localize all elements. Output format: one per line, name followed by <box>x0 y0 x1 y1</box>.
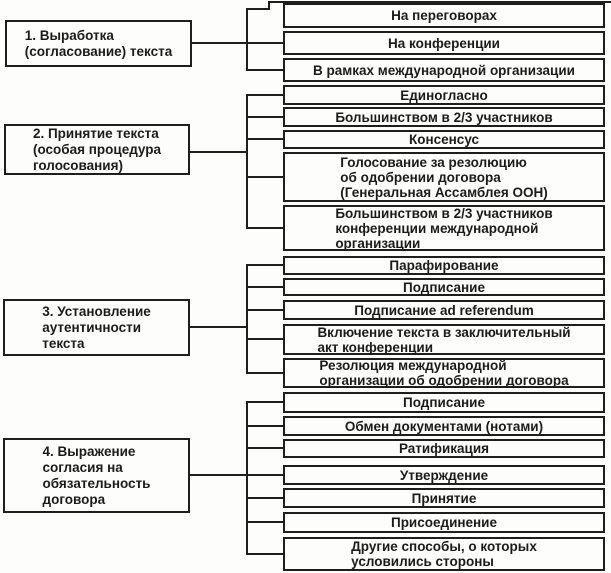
stage-label-2: 2. Принятие текста (особая процедура гол… <box>32 125 162 173</box>
option-box-consensus: Консенсус <box>283 130 605 149</box>
stage-box-1: 1. Выработка (согласование) текста <box>5 20 192 67</box>
option-label: Принятие <box>411 490 477 506</box>
option-label: В рамках международной организации <box>313 62 575 78</box>
option-box-signature: Подписание <box>283 392 605 413</box>
connector-trunk-group-1 <box>246 8 248 71</box>
connector-stub <box>246 264 283 266</box>
option-label: Подписание <box>403 395 485 410</box>
option-label: Единогласно <box>400 87 488 103</box>
connector-stub <box>246 553 283 555</box>
option-label: На переговорах <box>391 8 497 23</box>
connector-stub <box>246 69 283 71</box>
connector-stub <box>246 138 283 140</box>
option-box-unanimous: Единогласно <box>283 85 605 105</box>
connector-stub <box>246 94 283 96</box>
option-label: Подписание ad referendum <box>354 302 534 318</box>
option-label: Подписание <box>403 279 485 295</box>
connector-stub <box>246 497 283 499</box>
option-label: Присоединение <box>390 515 497 530</box>
option-box-acceptance: Принятие <box>283 488 605 508</box>
stage-label-1: 1. Выработка (согласование) текста <box>24 27 173 59</box>
connector-trunk-group-2 <box>246 94 248 229</box>
connector-stub <box>246 286 283 288</box>
option-box-final-act-inclusion: Включение текста в заключительный акт ко… <box>283 324 605 355</box>
connector-stub <box>246 338 283 340</box>
connector-stub <box>246 447 283 449</box>
connector-stub <box>246 116 283 118</box>
option-box-ratification: Ратификация <box>283 439 605 458</box>
connector-stub <box>246 521 283 523</box>
option-box-signing: Подписание <box>283 278 605 296</box>
option-label: Большинством в 2/3 участников <box>335 109 553 125</box>
option-box-two-thirds-majority: Большинством в 2/3 участников <box>283 107 605 127</box>
connector-stub <box>246 372 283 374</box>
stage-box-3: 3. Установление аутентичности текста <box>3 299 190 356</box>
option-box-two-thirds-conference: Большинством в 2/3 участников конференци… <box>283 205 605 251</box>
connector-stub <box>246 176 283 178</box>
connector-stage-2 <box>190 151 246 153</box>
option-label: Включение текста в заключительный акт ко… <box>317 324 571 355</box>
connector-stub <box>246 227 283 229</box>
option-box-signing-ad-referendum: Подписание ad referendum <box>283 300 605 320</box>
option-label: Консенсус <box>409 132 479 147</box>
option-box-initialing: Парафирование <box>283 256 605 275</box>
option-box-negotiations: На переговорах <box>283 3 605 28</box>
stage-box-4: 4. Выражение согласия на обязательность … <box>3 438 190 513</box>
connector-stage-1 <box>192 42 246 44</box>
option-label: Резолюция международной организации об о… <box>319 358 569 388</box>
stage-label-4: 4. Выражение согласия на обязательность … <box>42 443 151 507</box>
option-label: Парафирование <box>389 258 499 273</box>
stage-box-2: 2. Принятие текста (особая процедура гол… <box>4 124 190 175</box>
connector-stub <box>246 425 283 427</box>
option-box-resolution-vote-un: Голосование за резолюцию об одобрении до… <box>283 152 605 202</box>
option-box-approval: Утверждение <box>283 465 605 485</box>
connector-stub <box>246 401 283 403</box>
option-label: Утверждение <box>399 467 489 483</box>
option-box-international-organization: В рамках международной организации <box>283 58 605 82</box>
scan-edge-line <box>268 1 611 3</box>
connector-stub <box>246 474 283 476</box>
connector-trunk-group-4 <box>246 401 248 555</box>
option-label: Большинством в 2/3 участников конференци… <box>335 205 553 251</box>
option-label: Другие способы, о которых условились сто… <box>351 539 537 569</box>
option-box-organization-resolution: Резолюция международной организации об о… <box>283 358 605 388</box>
option-label: Голосование за резолюцию об одобрении до… <box>340 154 548 200</box>
connector-step <box>268 2 270 10</box>
option-label: Обмен документами (нотами) <box>344 418 544 434</box>
option-box-accession: Присоединение <box>283 512 605 533</box>
option-box-conference: На конференции <box>283 31 605 55</box>
stage-label-3: 3. Установление аутентичности текста <box>42 303 151 351</box>
option-box-other-means: Другие способы, о которых условились сто… <box>283 537 605 571</box>
option-box-exchange-of-notes: Обмен документами (нотами) <box>283 416 605 436</box>
connector-stage-3 <box>190 326 246 328</box>
connector-stage-4 <box>190 474 246 476</box>
option-label: Ратификация <box>398 441 490 456</box>
connector-stub <box>246 42 283 44</box>
connector-stub <box>246 309 283 311</box>
connector-trunk-group-3 <box>246 264 248 374</box>
connector-stub <box>246 8 268 10</box>
option-label: На конференции <box>388 35 500 51</box>
